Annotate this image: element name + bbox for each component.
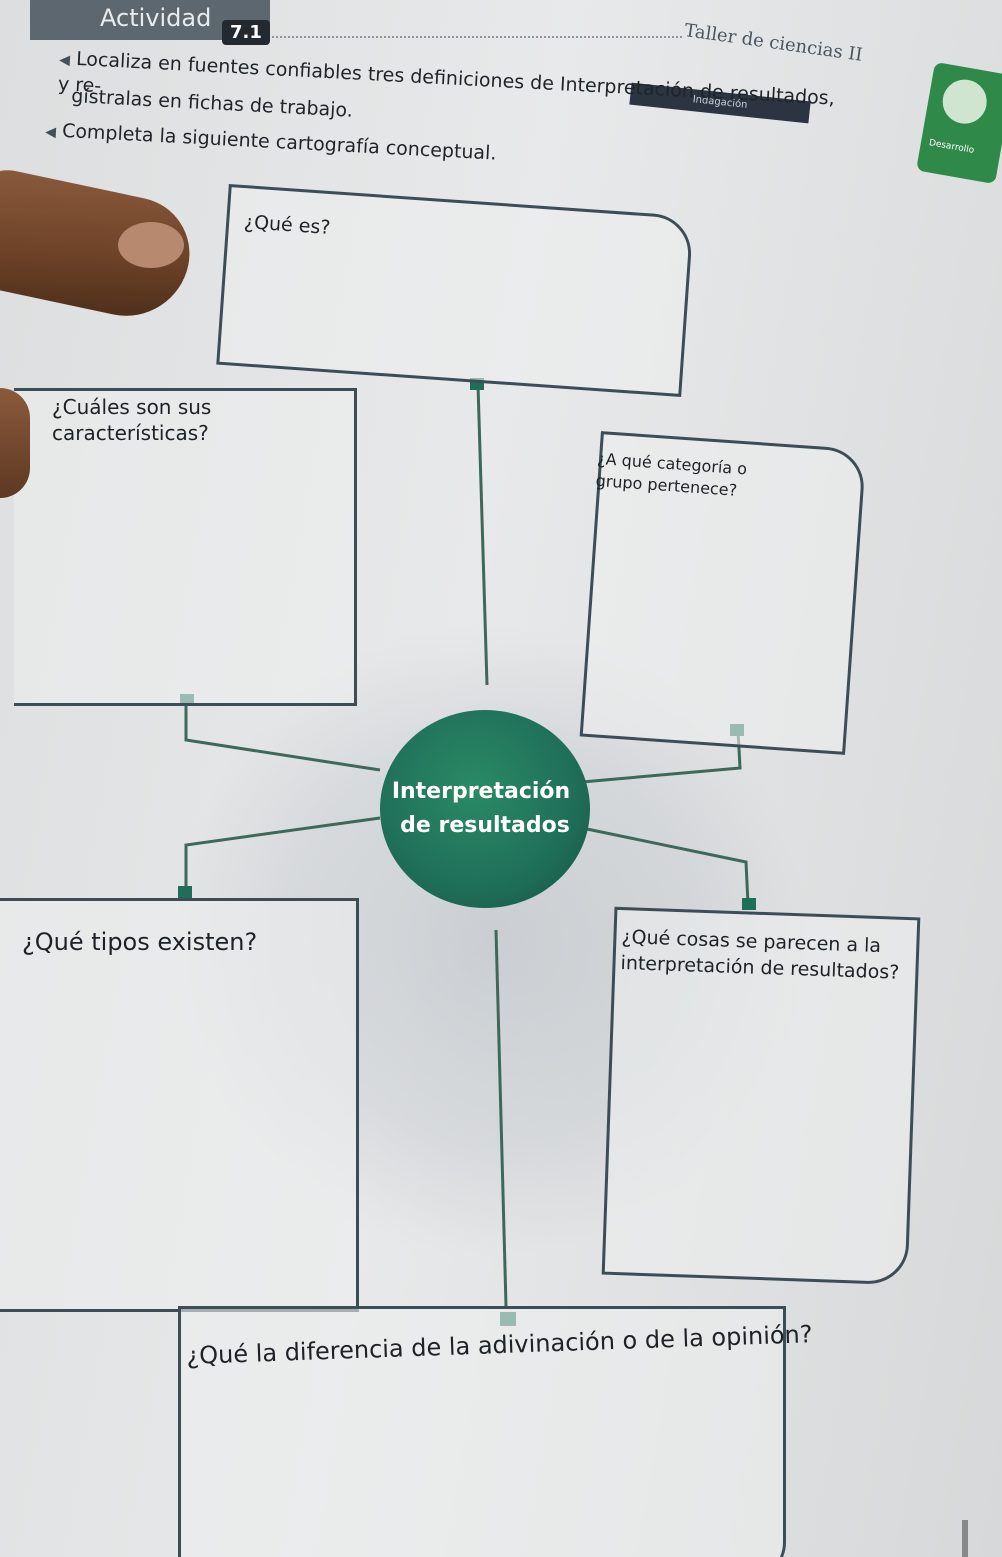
question-caracteristicas: ¿Cuáles son sus características?	[52, 395, 212, 445]
box-diferencia[interactable]	[178, 1306, 786, 1557]
central-topic-line-1: Interpretación	[391, 779, 571, 804]
header-dotted-rule	[272, 36, 682, 38]
connector-bottom	[494, 929, 508, 1307]
box-caracteristicas[interactable]	[14, 388, 357, 706]
activity-label: Actividad	[100, 4, 212, 32]
finger-photo-lower	[0, 388, 30, 498]
question-tipos: ¿Qué tipos existen?	[22, 928, 258, 956]
connector-left-top	[184, 700, 381, 772]
activity-number-badge: 7.1	[222, 20, 270, 45]
question-cosas-parecidas: ¿Qué cosas se parecen a la interpretació…	[620, 925, 900, 984]
fingernail-photo	[118, 222, 184, 268]
box-tipos[interactable]	[0, 898, 359, 1312]
connector-left-bottom	[184, 816, 381, 892]
connector-right-bottom	[581, 826, 750, 905]
connector-node	[742, 898, 756, 910]
central-topic-circle: Interpretación de resultados	[380, 710, 590, 908]
connector-node	[178, 886, 192, 898]
page-edge	[962, 1520, 968, 1557]
connector-top	[476, 384, 489, 686]
central-topic-line-2: de resultados	[400, 813, 570, 838]
